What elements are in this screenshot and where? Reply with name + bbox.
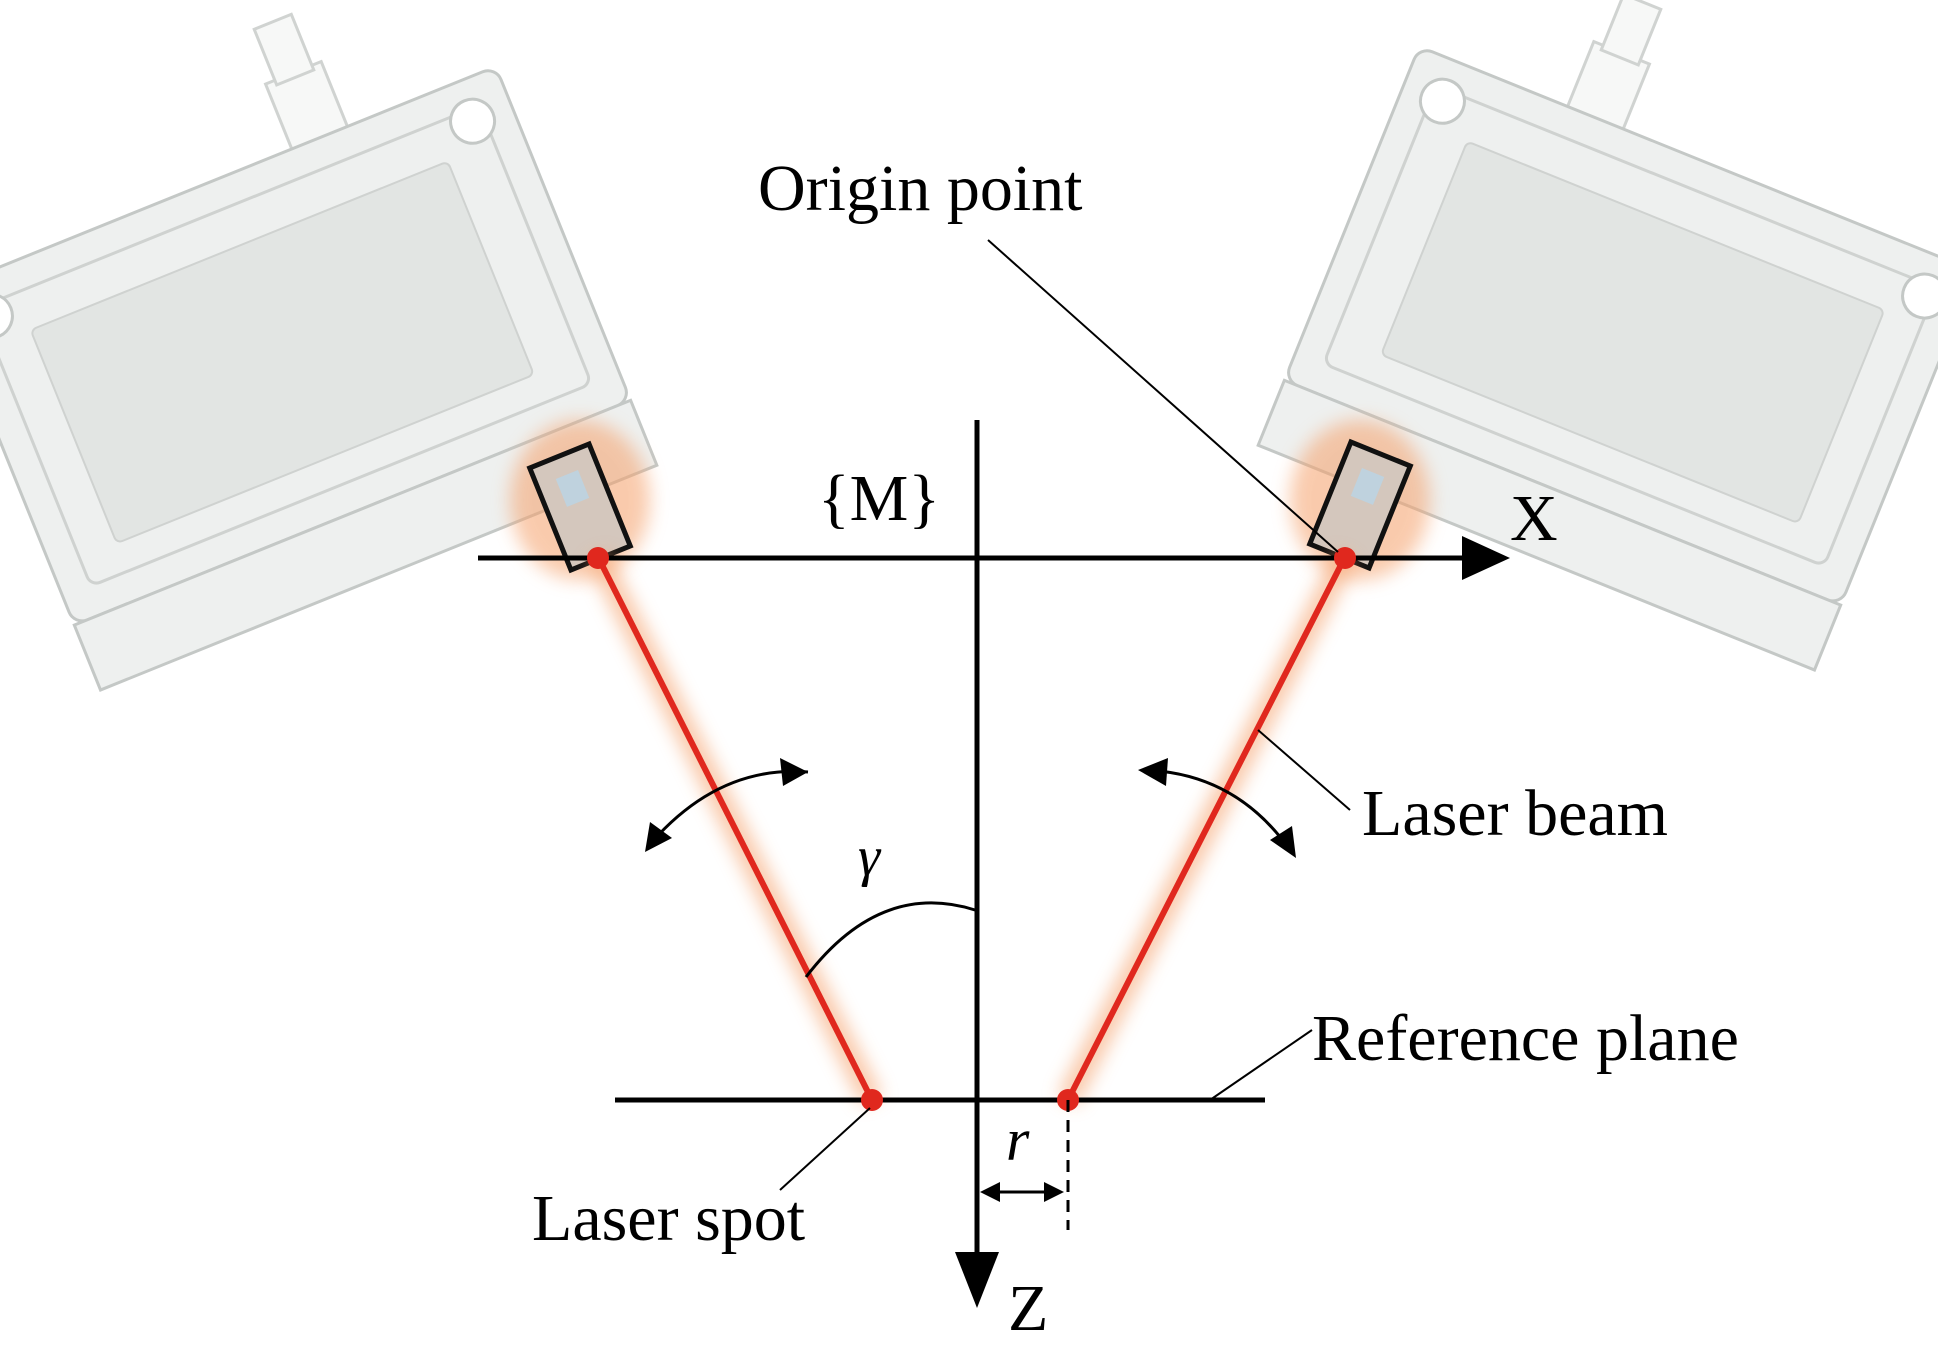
laser-beam-label: Laser beam [1362,777,1668,850]
origin-dot-right [1334,547,1356,569]
laser-beam-left [595,555,875,1102]
x-axis-label: X [1510,482,1558,555]
laser-sensor-left-icon [0,12,659,692]
reference-plane-leader [1209,1029,1313,1101]
laser-spot-label: Laser spot [532,1182,805,1255]
reference-plane-label: Reference plane [1312,1002,1739,1075]
origin-point-leader [987,239,1339,553]
rotation-arrow-right-icon [1138,758,1296,858]
laser-sensor-right-icon [1256,0,1938,672]
laser-spot-left [861,1089,883,1111]
z-axis-label: Z [1008,1272,1048,1345]
laser-spot-leader [779,1107,871,1191]
frame-label: {M} [818,462,940,535]
z-axis-arrowhead [955,1252,999,1308]
r-dimension-arrow [980,1182,1064,1202]
x-axis-arrowhead [1462,536,1510,580]
origin-point-label: Origin point [758,152,1083,225]
r-label: r [1006,1107,1030,1173]
origin-dot-left [587,547,609,569]
gamma-angle-arc [804,901,976,978]
laser-beam-right [1065,555,1348,1102]
laser-beam-leader [1257,729,1351,811]
rotation-arrow-left-icon [645,758,809,852]
gamma-label: γ [858,826,882,888]
